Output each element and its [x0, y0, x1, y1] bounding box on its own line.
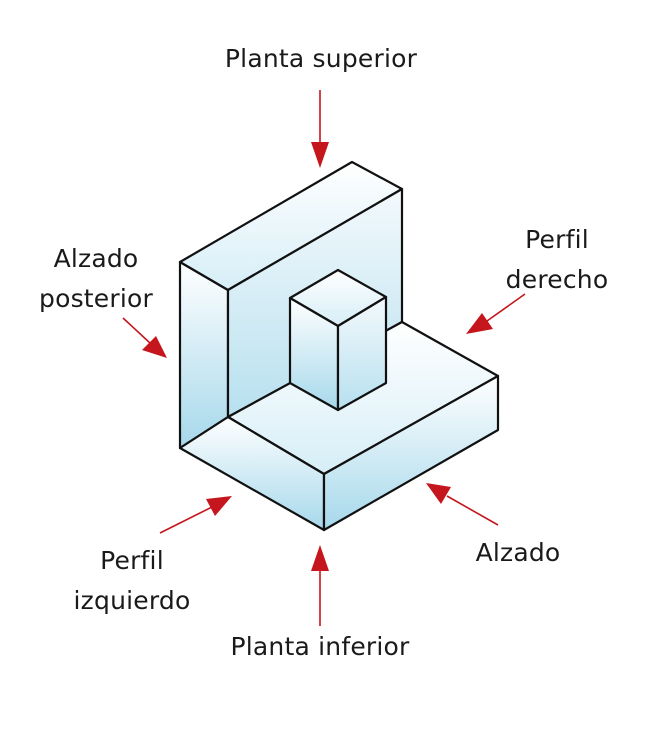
arrow-bottom-view [311, 545, 329, 626]
small-cube [288, 268, 388, 412]
label-left-profile-line1: Perfil [100, 546, 164, 575]
label-left-profile-line2: izquierdo [73, 586, 191, 615]
arrow-top-view [311, 90, 329, 168]
label-rear-view: Alzado posterior [39, 239, 153, 319]
label-right-profile-line1: Perfil [525, 225, 589, 254]
label-bottom-view: Planta inferior [230, 632, 410, 661]
cube-right-face [336, 295, 388, 412]
arrow-right-profile [466, 293, 526, 334]
base-front-face [322, 374, 500, 532]
label-left-profile: Perfil izquierdo [74, 541, 191, 621]
arrow-left-profile [159, 496, 232, 534]
label-right-profile-line2: derecho [505, 265, 609, 294]
arrow-front-view [426, 483, 499, 526]
label-right-profile: Perfil derecho [506, 220, 609, 300]
back-wall-left-face [178, 260, 230, 450]
label-top-view: Planta superior [224, 44, 418, 73]
label-rear-view-line2: posterior [39, 284, 153, 313]
label-rear-view-line1: Alzado [53, 244, 139, 273]
label-front-view: Alzado [475, 538, 561, 567]
arrow-rear-view [122, 317, 167, 358]
